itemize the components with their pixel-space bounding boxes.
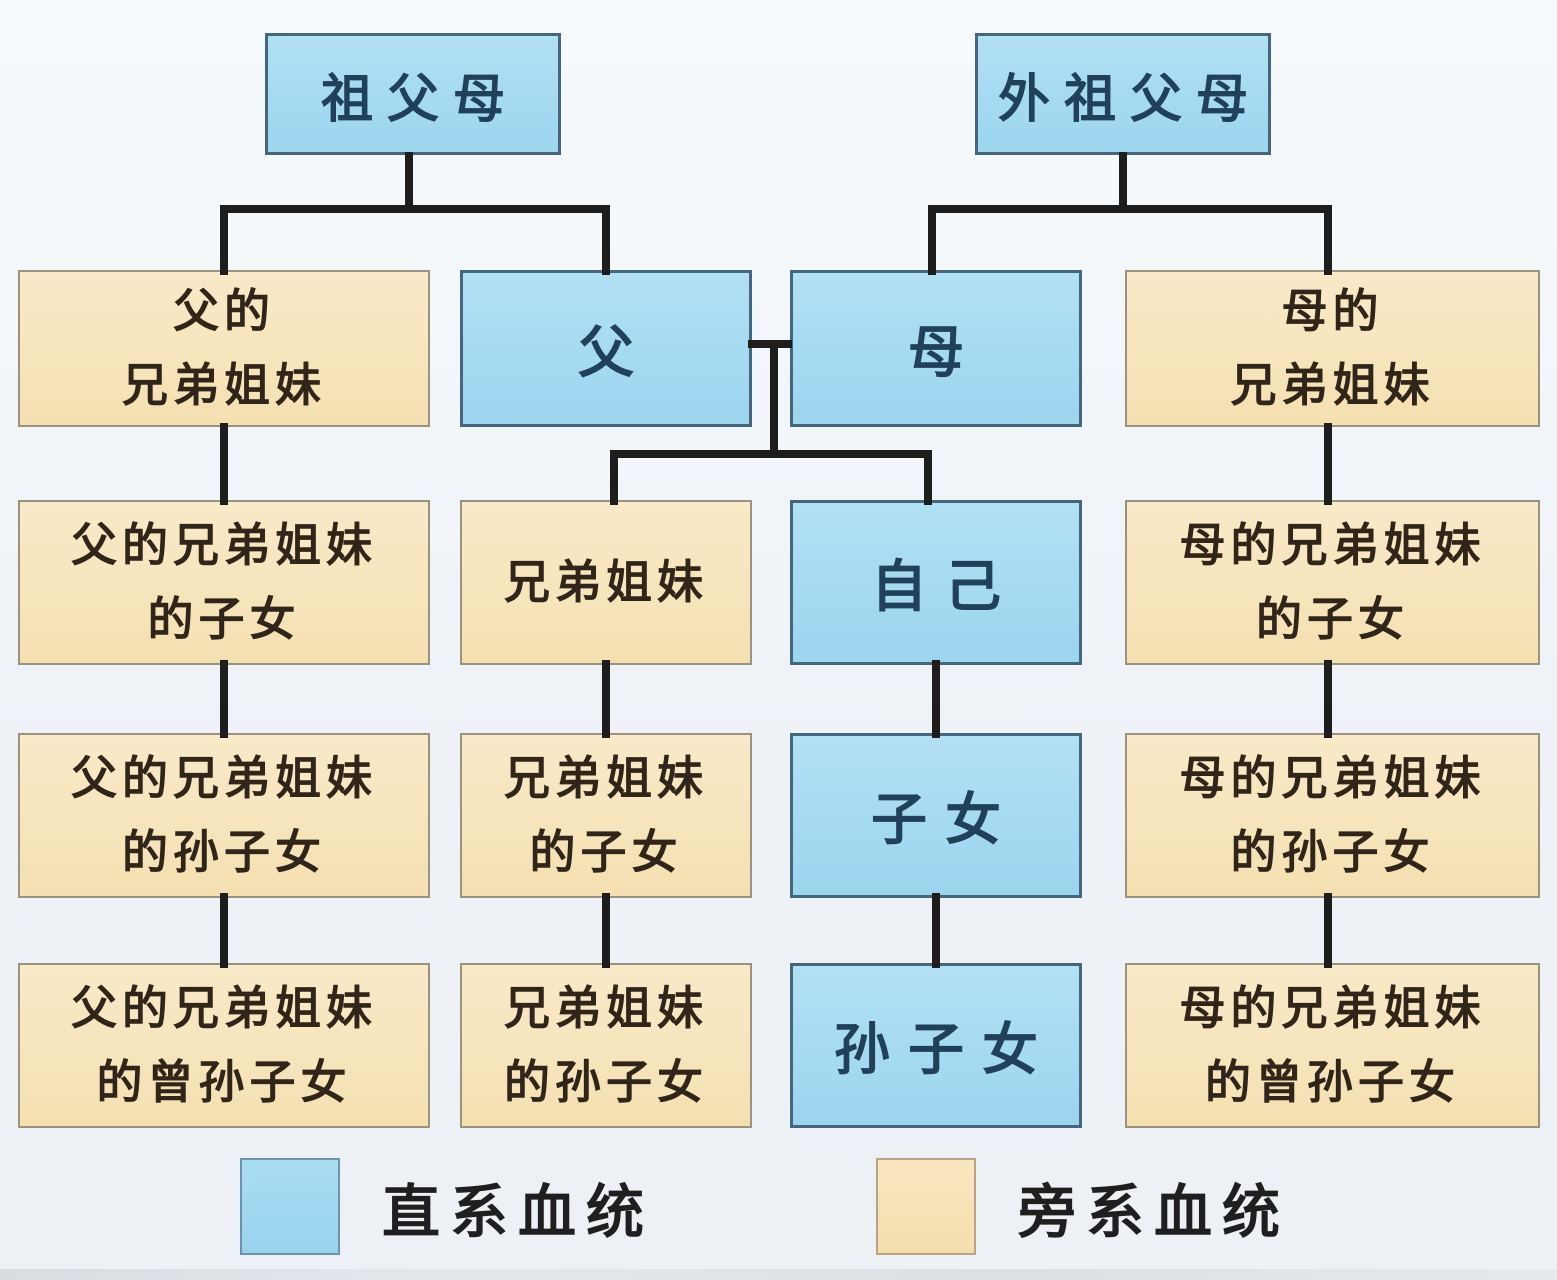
node-fathers-siblings-great-grandchildren: 父的兄弟姐妹 的曾孙子女 — [18, 963, 430, 1128]
connector-line — [932, 893, 940, 968]
image-bottom-edge — [0, 1269, 1557, 1280]
node-label: 孙子女 — [834, 1020, 1056, 1082]
node-label: 母 — [908, 323, 982, 385]
node-label-line2: 兄弟姐妹 — [1230, 359, 1435, 411]
connector-line — [220, 660, 228, 738]
node-label-line2: 的子女 — [529, 826, 683, 878]
node-children: 子女 — [790, 733, 1082, 898]
connector-line — [1324, 893, 1332, 968]
legend-label-collateral: 旁系血统 — [1018, 1179, 1291, 1245]
legend-label-direct: 直系血统 — [382, 1179, 655, 1245]
node-label-line1: 兄弟姐妹 — [504, 982, 708, 1034]
node-label-line1: 母的兄弟姐妹 — [1179, 519, 1486, 571]
connector-line — [928, 205, 1332, 213]
node-mothers-siblings: 母的 兄弟姐妹 — [1125, 270, 1540, 427]
node-label: 祖父母 — [320, 71, 519, 129]
connector-line — [405, 152, 413, 209]
node-fathers-siblings-grandchildren: 父的兄弟姐妹 的孙子女 — [18, 733, 430, 898]
connector-line — [1324, 423, 1332, 505]
legend-swatch-collateral — [876, 1158, 976, 1255]
connector-line — [220, 205, 610, 213]
node-label-line1: 父的兄弟姐妹 — [71, 982, 377, 1034]
node-self: 自己 — [790, 500, 1082, 665]
node-label-line2: 的子女 — [1256, 593, 1409, 645]
node-label-line1: 父的兄弟姐妹 — [71, 519, 377, 571]
connector-line — [220, 423, 228, 505]
legend-direct: 直系血统 — [240, 1158, 654, 1255]
node-label-line2: 的子女 — [147, 593, 301, 645]
node-siblings: 兄弟姐妹 — [460, 500, 752, 665]
node-mothers-siblings-grandchildren: 母的兄弟姐妹 的孙子女 — [1125, 733, 1540, 898]
legend-swatch-direct — [240, 1158, 340, 1255]
node-fathers-siblings: 父的 兄弟姐妹 — [18, 270, 430, 427]
connector-line — [1324, 205, 1332, 275]
node-label-line2: 的孙子女 — [1230, 826, 1435, 878]
node-label-line1: 父的 — [173, 285, 275, 337]
node-label: 自己 — [871, 557, 1019, 619]
node-label: 兄弟姐妹 — [504, 556, 708, 608]
connector-line — [602, 660, 610, 738]
node-label: 父 — [578, 323, 652, 385]
connector-line — [610, 450, 618, 505]
connector-line — [602, 893, 610, 968]
connector-line — [770, 344, 778, 458]
connector-line — [1119, 152, 1127, 209]
connector-line — [602, 205, 610, 275]
connector-line — [932, 660, 940, 738]
connector-line — [924, 450, 932, 505]
node-label-line2: 的曾孙子女 — [1205, 1056, 1460, 1108]
node-label-line1: 母的兄弟姐妹 — [1179, 982, 1486, 1034]
node-mothers-siblings-children: 母的兄弟姐妹 的子女 — [1125, 500, 1540, 665]
node-label: 外祖父母 — [997, 71, 1262, 129]
connector-line — [220, 205, 228, 275]
node-label-line1: 父的兄弟姐妹 — [71, 752, 377, 804]
node-label-line2: 的孙子女 — [122, 826, 326, 878]
connector-line — [220, 893, 228, 968]
node-maternal-grandparents: 外祖父母 — [975, 33, 1271, 155]
node-label-line1: 母的 — [1281, 285, 1384, 337]
node-siblings-children: 兄弟姐妹 的子女 — [460, 733, 752, 898]
node-label-line2: 的曾孙子女 — [96, 1056, 352, 1108]
node-siblings-grandchildren: 兄弟姐妹 的孙子女 — [460, 963, 752, 1128]
node-label-line1: 母的兄弟姐妹 — [1179, 752, 1486, 804]
node-label: 子女 — [871, 790, 1019, 852]
connector-line — [610, 450, 932, 458]
node-grandchildren: 孙子女 — [790, 963, 1082, 1128]
node-label-line2: 兄弟姐妹 — [122, 359, 326, 411]
node-label-line1: 兄弟姐妹 — [504, 752, 708, 804]
node-father: 父 — [460, 270, 752, 427]
connector-line — [928, 205, 936, 275]
node-mother: 母 — [790, 270, 1082, 427]
legend-collateral: 旁系血统 — [876, 1158, 1290, 1255]
connector-line — [1324, 660, 1332, 738]
node-label-line2: 的孙子女 — [504, 1056, 708, 1108]
node-paternal-grandparents: 祖父母 — [265, 33, 561, 155]
node-mothers-siblings-great-grandchildren: 母的兄弟姐妹 的曾孙子女 — [1125, 963, 1540, 1128]
node-fathers-siblings-children: 父的兄弟姐妹 的子女 — [18, 500, 430, 665]
